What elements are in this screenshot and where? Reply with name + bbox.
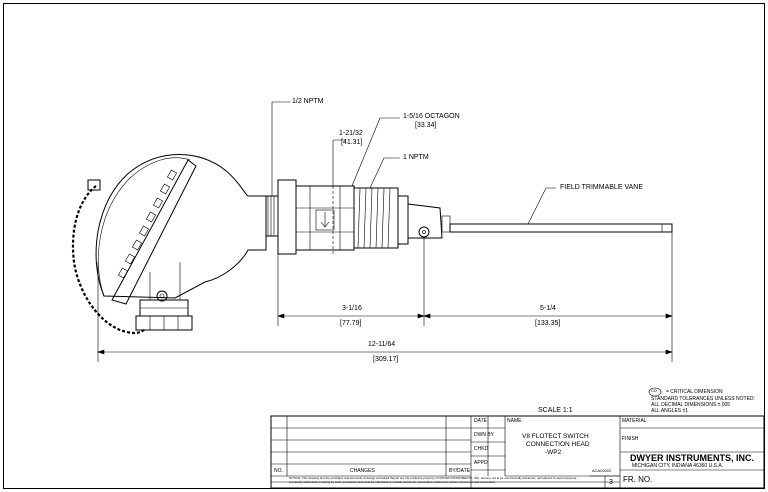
leaders [271,101,556,225]
name-header: NAME [507,418,522,424]
label-overall: 12-11/64 [368,341,396,348]
note-tol-2: ALL DECIMAL DIMENSIONS ±.005 [651,402,731,408]
label-octagon: 1-5/16 OCTAGON [403,113,460,120]
label-hex: 1-21/32 [339,130,363,137]
label-len-a-mm: [77.79] [340,320,362,327]
critical-symbol-text: CD [651,388,657,393]
changes-column-header: CHANGES [350,468,375,474]
label-octagon-mm: [33.34] [415,122,437,129]
scale-label: SCALE 1:1 [538,407,573,414]
chkd-label: CHKD [474,446,489,452]
label-len-a: 3-1/16 [342,305,362,312]
part-title-1: V8 FLOTECT SWITCH [522,433,589,440]
label-overall-mm: [309.17] [373,356,399,363]
label-len-b: 5-1/4 [540,305,556,312]
note-critical: = CRITICAL DIMENSION [666,389,723,395]
label-one-nptm: 1 NPTM [403,154,429,161]
fr-no-label: FR. NO. [623,475,653,484]
half-nptm-thread [265,195,279,237]
by-date-column-header: BY/DATE [449,468,471,474]
dimension-lines [97,186,673,362]
no-column-header: NO. [274,468,283,474]
appd-label: APPD [474,460,488,466]
label-hex-mm: [41.31] [341,139,363,146]
label-half-nptm: 1/2 NPTM [292,98,324,105]
material-label: MATERIAL [622,418,647,424]
sheet-number: 3 [609,479,613,486]
field-trimmable-vane [449,223,673,233]
connection-head [95,154,267,331]
vane-assembly [407,203,673,239]
critical-dimension-symbol [648,387,662,397]
company-address: MICHIGAN CITY, INDIANA 46360 U.S.A. [632,463,724,469]
drawing-number: ACA02002 [592,468,612,473]
hex-body [277,179,355,255]
part-title-3: -WP2 [545,449,562,456]
chain [71,179,145,335]
proprietary-notice: NOTICE: This drawing and the principles … [289,476,577,484]
part-title-2: CONNECTION HEAD [526,441,590,448]
note-tol-3: ALL ANGLES ±1 [651,408,689,414]
label-vane: FIELD TRIMMABLE VANE [560,184,643,191]
dwn-by-label: DWN BY [474,432,494,438]
label-len-b-mm: [133.35] [535,320,561,327]
one-nptm-thread [353,187,409,249]
note-tol-1: STANDARD TOLERANCES UNLESS NOTED: [651,396,755,402]
finish-label: FINISH [622,436,639,442]
title-block-grid [270,415,765,489]
date-header: DATE [474,418,487,424]
company-name: DWYER INSTRUMENTS, INC. [630,453,755,463]
